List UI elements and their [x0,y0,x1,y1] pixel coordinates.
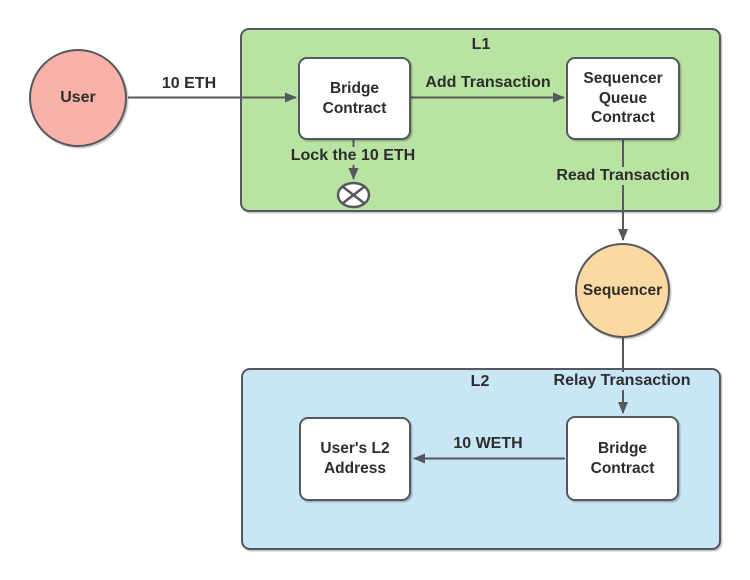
node-sequencer: Sequencer [575,243,670,338]
node-l1-bridge-contract: Bridge Contract [298,57,411,140]
l2-container-label: L2 [470,373,490,390]
node-l2-address: User's L2 Address [299,417,411,501]
node-l2-address-label: User's L2 Address [320,440,390,477]
edge-label-relay-transaction: Relay Transaction [550,372,694,390]
edge-label-lock-the-10-eth: Lock the 10 ETH [287,147,419,165]
node-sequencer-queue-contract: Sequencer Queue Contract [566,57,680,140]
node-l2-bridge-contract: Bridge Contract [566,416,679,501]
node-sequencer-label: Sequencer [582,281,663,299]
node-user: User [29,49,127,147]
edge-label-add-transaction: Add Transaction [425,74,551,91]
l1-container-label: L1 [471,36,491,53]
edge-label-read-transaction: Read Transaction [553,167,693,185]
node-user-label: User [60,88,96,106]
edge-label-10-weth: 10 WETH [453,435,523,452]
node-l1-bridge-label: Bridge Contract [322,79,387,117]
node-sequencer-queue-label: Sequencer Queue Contract [583,69,663,127]
node-l2-bridge-label: Bridge Contract [590,439,655,477]
edge-label-10-eth: 10 ETH [161,75,217,92]
